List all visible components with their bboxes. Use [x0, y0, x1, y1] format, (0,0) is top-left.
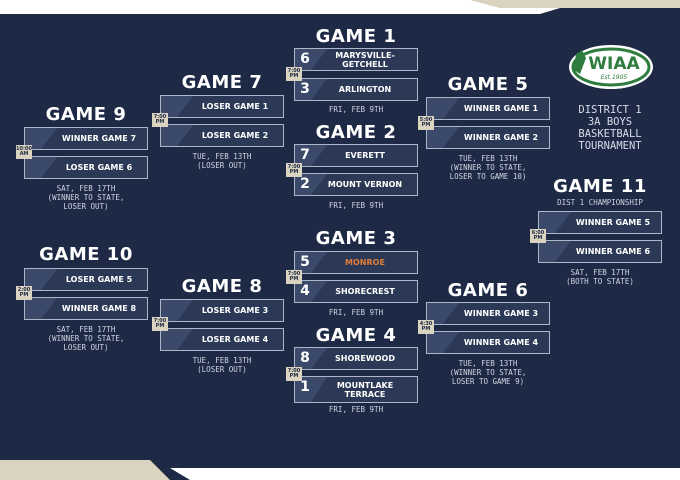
game-3-team-1: 5 MONROE: [294, 251, 418, 274]
game-7-time: 7:00 PM: [152, 113, 168, 127]
game-3-time: 7:00 PM: [286, 270, 302, 284]
event-line-4: TOURNAMENT: [578, 140, 642, 152]
game-11-time: 6:00 PM: [530, 229, 546, 243]
game-1-info: FRI, FEB 9TH: [328, 105, 384, 114]
game-6-time: 4:30 PM: [418, 320, 434, 334]
game-1-team-1-label: MARYSVILLE- GETCHELL: [335, 50, 395, 69]
game-11-team-2: WINNER GAME 6: [538, 240, 662, 263]
game-4-time: 7:00 PM: [286, 367, 302, 381]
game-6-team-2-label: WINNER GAME 4: [463, 338, 539, 347]
top-decoration: [0, 0, 680, 14]
game-4-team-2-label: MOUNTLAKE TERRACE: [336, 380, 394, 399]
game-9-team-1-label: WINNER GAME 7: [61, 134, 137, 143]
game-8-info: TUE, FEB 13TH (LOSER OUT): [192, 356, 252, 374]
game-11-team-2-label: WINNER GAME 6: [575, 247, 651, 256]
game-1-team-2: 3 ARLINGTON: [294, 78, 418, 101]
game-8-team-2-label: LOSER GAME 4: [201, 335, 269, 344]
game-10-title: GAME 10: [39, 244, 133, 265]
game-9-team-1: WINNER GAME 7: [24, 127, 148, 150]
game-7-team-2: LOSER GAME 2: [160, 124, 284, 147]
game-10-time: 2:00 PM: [16, 286, 32, 300]
game-5-time: 5:00 PM: [418, 116, 434, 130]
game-3-team-2-seed: 4: [300, 283, 310, 299]
game-9-team-2-label: LOSER GAME 6: [65, 163, 133, 172]
game-4-team-1: 8 SHOREWOOD: [294, 347, 418, 370]
game-4-title: GAME 4: [315, 325, 397, 346]
game-7-info: TUE, FEB 13TH (LOSER OUT): [192, 152, 252, 170]
game-3-team-1-seed: 5: [300, 254, 310, 270]
game-1-team-1-seed: 6: [300, 51, 310, 67]
game-1-team-1: 6 MARYSVILLE- GETCHELL: [294, 48, 418, 71]
game-5-title: GAME 5: [447, 74, 529, 95]
game-5-team-1-label: WINNER GAME 1: [463, 104, 539, 113]
game-7-title: GAME 7: [181, 72, 263, 93]
game-9-team-2: LOSER GAME 6: [24, 156, 148, 179]
game-11-team-1: WINNER GAME 5: [538, 211, 662, 234]
game-10-team-1: LOSER GAME 5: [24, 268, 148, 291]
game-6-team-1-label: WINNER GAME 3: [463, 309, 539, 318]
game-8-team-1-label: LOSER GAME 3: [201, 306, 269, 315]
game-7-team-1-label: LOSER GAME 1: [201, 102, 269, 111]
game-1-team-2-seed: 3: [300, 81, 310, 97]
game-2-team-1-label: EVERETT: [345, 151, 385, 160]
game-2-team-2-label: MOUNT VERNON: [327, 180, 403, 189]
game-5-info: TUE, FEB 13TH (WINNER TO STATE, LOSER TO…: [449, 154, 527, 181]
game-4-team-2-seed: 1: [300, 379, 310, 395]
game-2-team-2-seed: 2: [300, 176, 310, 192]
game-1-team-2-label: ARLINGTON: [338, 85, 392, 94]
game-7-team-2-label: LOSER GAME 2: [201, 131, 269, 140]
event-line-1: DISTRICT 1: [578, 104, 642, 116]
game-3-team-2-label: SHORECREST: [335, 287, 395, 296]
wiaa-logo: WIAA Est.1905: [568, 44, 654, 90]
game-4-team-1-seed: 8: [300, 350, 310, 366]
game-11-title: GAME 11: [553, 176, 647, 197]
game-2-time: 7:00 PM: [286, 163, 302, 177]
game-5-team-1: WINNER GAME 1: [426, 97, 550, 120]
logo-text: WIAA: [588, 54, 640, 74]
game-2-info: FRI, FEB 9TH: [328, 201, 384, 210]
event-line-3: BASKETBALL: [578, 128, 642, 140]
event-title: DISTRICT 1 3A BOYS BASKETBALL TOURNAMENT: [560, 104, 660, 152]
game-6-title: GAME 6: [447, 280, 529, 301]
game-8-time: 7:00 PM: [152, 317, 168, 331]
game-8-team-2: LOSER GAME 4: [160, 328, 284, 351]
game-11-info: SAT, FEB 17TH (BOTH TO STATE): [566, 268, 634, 286]
game-9-info: SAT, FEB 17TH (WINNER TO STATE, LOSER OU…: [47, 184, 125, 211]
game-3-title: GAME 3: [315, 228, 397, 249]
game-1-time: 7:00 PM: [286, 67, 302, 81]
game-3-team-1-label: MONROE: [345, 258, 385, 267]
game-2-team-1: 7 EVERETT: [294, 144, 418, 167]
game-11-team-1-label: WINNER GAME 5: [575, 218, 651, 227]
game-11-subtitle: DIST 1 CHAMPIONSHIP: [557, 198, 643, 207]
game-6-team-1: WINNER GAME 3: [426, 302, 550, 325]
game-10-team-2: WINNER GAME 8: [24, 297, 148, 320]
event-line-2: 3A BOYS: [587, 116, 633, 128]
game-5-team-2-label: WINNER GAME 2: [463, 133, 539, 142]
logo-subtext: Est.1905: [600, 74, 628, 81]
game-4-info: FRI, FEB 9TH: [328, 405, 384, 414]
game-4-team-2: 1 MOUNTLAKE TERRACE: [294, 376, 418, 403]
game-6-info: TUE, FEB 13TH (WINNER TO STATE, LOSER TO…: [449, 359, 527, 386]
game-5-team-2: WINNER GAME 2: [426, 126, 550, 149]
game-2-title: GAME 2: [315, 122, 397, 143]
game-3-info: FRI, FEB 9TH: [328, 308, 384, 317]
game-8-team-1: LOSER GAME 3: [160, 299, 284, 322]
game-10-team-1-label: LOSER GAME 5: [65, 275, 133, 284]
game-9-time: 10:00 AM: [16, 145, 32, 159]
game-6-team-2: WINNER GAME 4: [426, 331, 550, 354]
game-4-team-1-label: SHOREWOOD: [335, 354, 395, 363]
game-7-team-1: LOSER GAME 1: [160, 95, 284, 118]
game-2-team-1-seed: 7: [300, 147, 310, 163]
game-1-title: GAME 1: [315, 26, 397, 47]
game-10-team-2-label: WINNER GAME 8: [61, 304, 137, 313]
game-8-title: GAME 8: [181, 276, 263, 297]
game-2-team-2: 2 MOUNT VERNON: [294, 173, 418, 196]
game-9-title: GAME 9: [45, 104, 127, 125]
game-10-info: SAT, FEB 17TH (WINNER TO STATE, LOSER OU…: [47, 325, 125, 352]
game-3-team-2: 4 SHORECREST: [294, 280, 418, 303]
bottom-decoration: [0, 460, 680, 480]
